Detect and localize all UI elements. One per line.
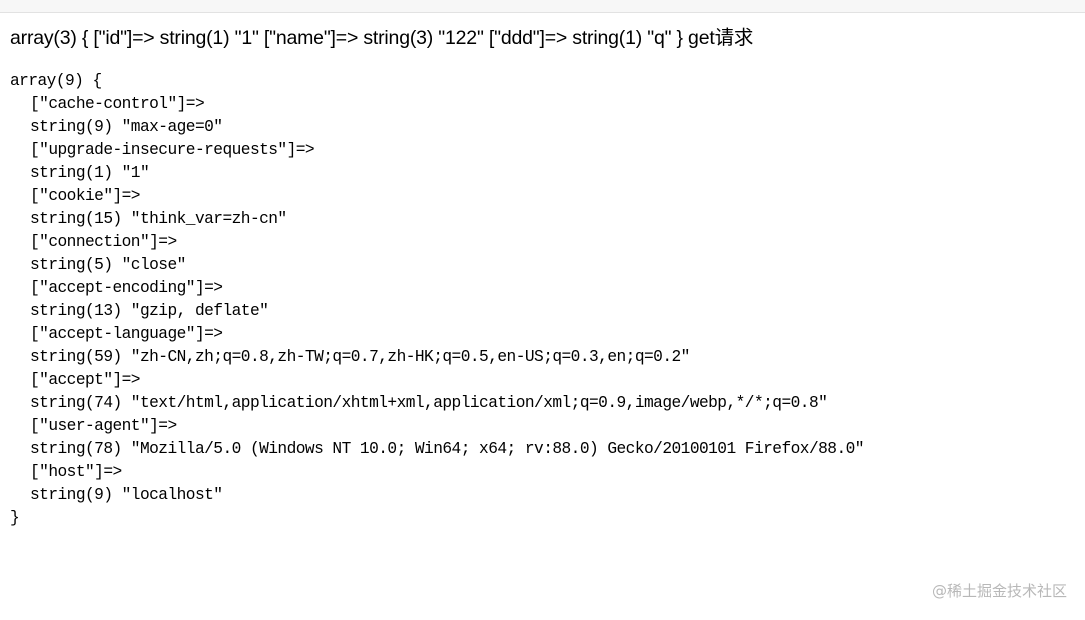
dump-line: ["cookie"]=> [30, 187, 141, 205]
dump-line: string(1) "1" [30, 164, 150, 182]
browser-top-edge [0, 0, 1085, 13]
dump-line: string(15) "think_var=zh-cn" [30, 210, 287, 228]
dump-line: string(74) "text/html,application/xhtml+… [30, 394, 828, 412]
dump-line: string(78) "Mozilla/5.0 (Windows NT 10.0… [30, 440, 864, 458]
watermark: @稀土掘金技术社区 [931, 582, 1067, 600]
dump-line: ["accept-language"]=> [30, 325, 223, 343]
dump-line: ["host"]=> [30, 463, 122, 481]
dump-close: } [10, 509, 20, 527]
dump-line: ["connection"]=> [30, 233, 177, 251]
dump-line: ["upgrade-insecure-requests"]=> [30, 141, 315, 159]
dump-line: ["user-agent"]=> [30, 417, 177, 435]
dump-line: string(59) "zh-CN,zh;q=0.8,zh-TW;q=0.7,z… [30, 348, 690, 366]
dump-open: array(9) { [10, 72, 102, 90]
dump-line: string(5) "close" [30, 256, 186, 274]
dump-line: string(13) "gzip, deflate" [30, 302, 269, 320]
dump-line: ["accept"]=> [30, 371, 141, 389]
dump-line: string(9) "localhost" [30, 486, 223, 504]
headers-dump: array(9) { ["cache-control"]=> string(9) "… [10, 70, 864, 530]
dump-line: ["accept-encoding"]=> [30, 279, 223, 297]
dump-line: string(9) "max-age=0" [30, 118, 223, 136]
dump-line: ["cache-control"]=> [30, 95, 205, 113]
get-params-dump: array(3) { ["id"]=> string(1) "1" ["name… [10, 27, 754, 49]
